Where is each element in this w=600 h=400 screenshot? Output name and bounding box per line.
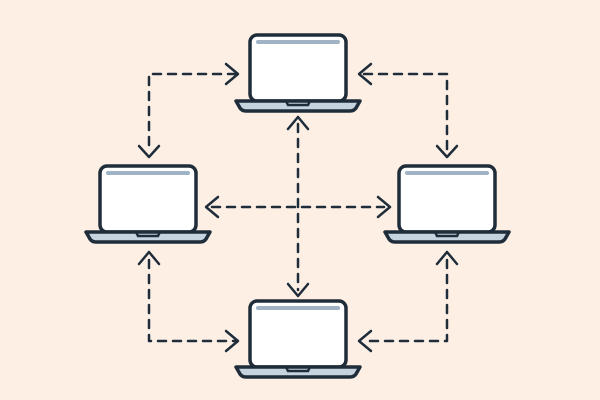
laptop-icon [383, 164, 511, 244]
link-top-bottom [286, 115, 310, 298]
laptop-icon [234, 33, 362, 113]
arrowhead-icon [357, 329, 373, 353]
link-left-bottom [137, 250, 240, 353]
arrowhead-icon [137, 250, 161, 266]
arrowhead-icon [286, 115, 310, 131]
link-top-left [137, 62, 240, 159]
laptop-icon [234, 299, 362, 379]
laptop-icon [84, 164, 212, 244]
link-left-right [204, 195, 392, 219]
arrowhead-icon [435, 144, 459, 159]
arrowhead-icon [286, 282, 310, 298]
arrowhead-icon [357, 62, 373, 86]
arrowhead-icon [435, 250, 459, 266]
arrowhead-icon [224, 62, 240, 86]
link-right-bottom [357, 250, 459, 353]
arrowhead-icon [376, 195, 392, 219]
arrowhead-icon [204, 195, 220, 219]
link-top-right [357, 62, 459, 159]
arrowhead-icon [137, 144, 161, 159]
connection-links [137, 62, 459, 353]
arrowhead-icon [224, 329, 240, 353]
